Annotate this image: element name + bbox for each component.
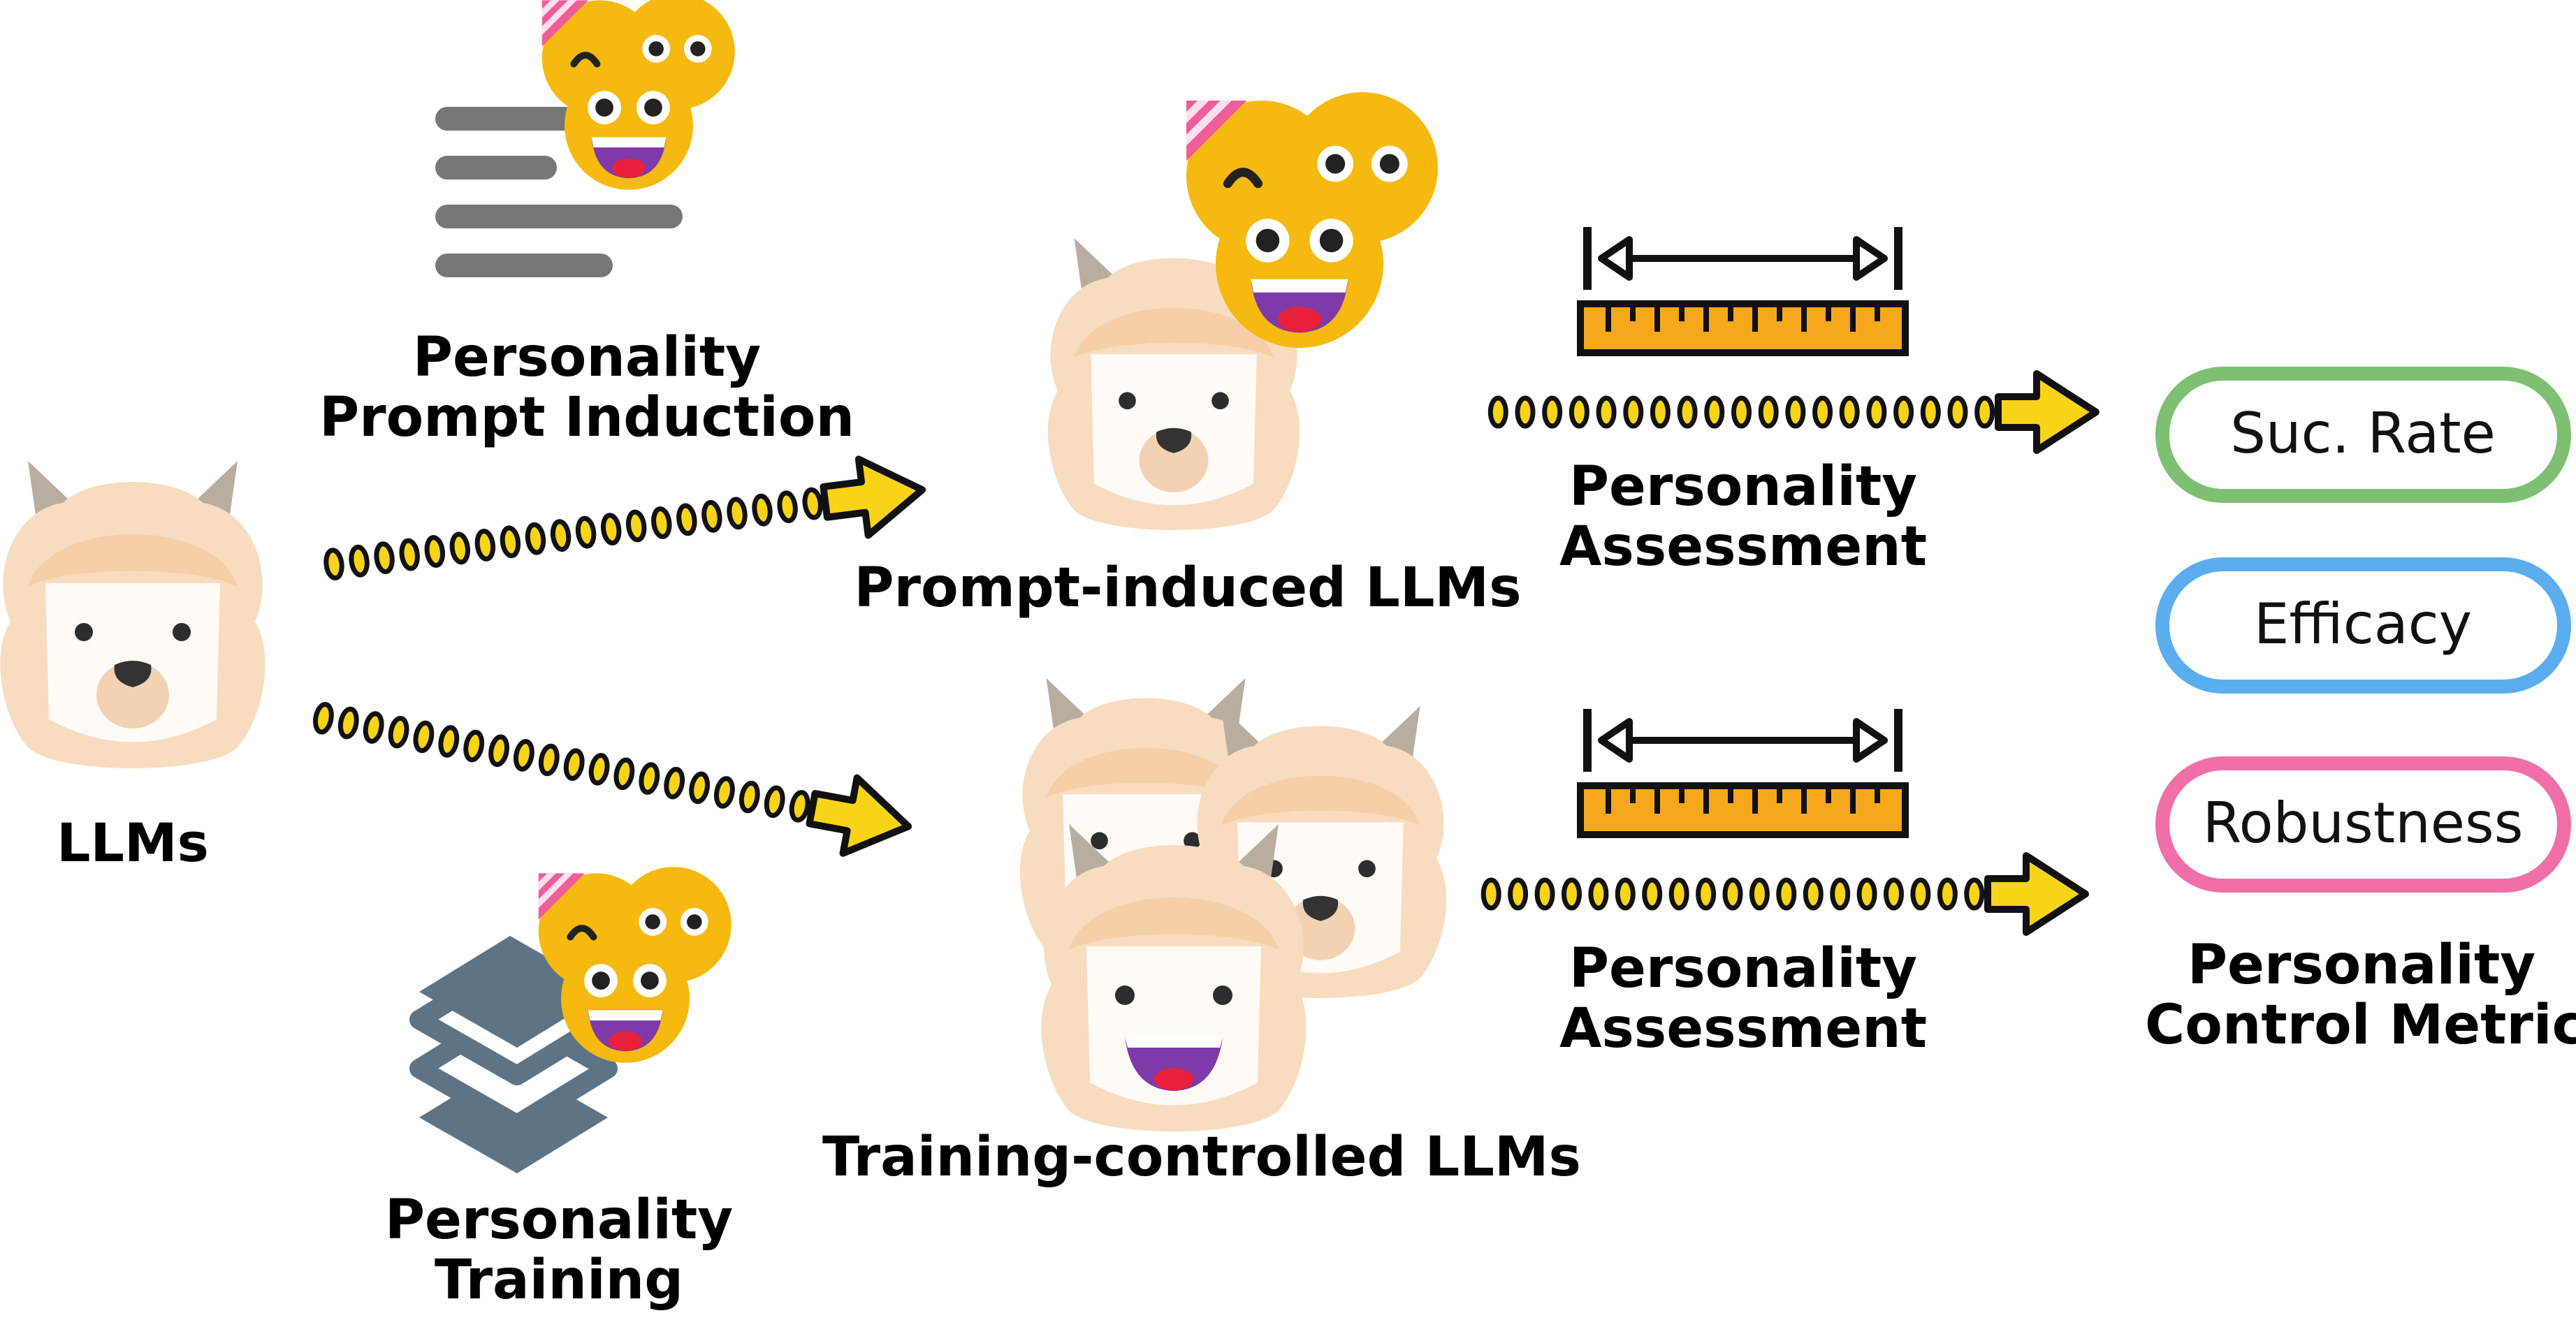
assessment-bottom-label: Personality Assessment bbox=[1516, 939, 1970, 1060]
dotted-arrow-icon bbox=[312, 702, 915, 865]
dotted-arrow-icon bbox=[1480, 856, 2086, 932]
prompt-induction-label: Personality Prompt Induction bbox=[307, 328, 866, 448]
prompt-induction-line1: Personality bbox=[412, 326, 762, 389]
assessment-top-line2: Assessment bbox=[1559, 515, 1927, 578]
assessment-bottom-line2: Assessment bbox=[1559, 997, 1927, 1060]
personality-training-line2: Training bbox=[434, 1248, 684, 1312]
assessment-top-label: Personality Assessment bbox=[1516, 457, 1970, 578]
llama-icon bbox=[0, 461, 265, 768]
llama-icon bbox=[1019, 678, 1447, 1131]
metric-label: Efficacy bbox=[2254, 592, 2472, 657]
emoji-group-icon bbox=[542, 0, 735, 190]
control-metric-line2: Control Metric bbox=[2145, 993, 2576, 1057]
ruler-icon bbox=[1580, 227, 1905, 353]
assessment-top-line1: Personality bbox=[1569, 455, 1918, 518]
llms-label: LLMs bbox=[57, 812, 209, 874]
prompt-induction-line2: Prompt Induction bbox=[319, 386, 855, 449]
control-metric-label: Personality Control Metric bbox=[2145, 934, 2576, 1057]
dotted-arrow-icon bbox=[1487, 374, 2096, 450]
metric-robustness: Robustness bbox=[2155, 756, 2571, 893]
control-metric-line1: Personality bbox=[2187, 934, 2536, 997]
metric-efficacy: Efficacy bbox=[2155, 557, 2571, 694]
personality-training-label: Personality Training bbox=[314, 1189, 803, 1312]
ruler-icon bbox=[1580, 709, 1905, 835]
metric-label: Suc. Rate bbox=[2230, 401, 2496, 466]
assessment-bottom-line1: Personality bbox=[1569, 937, 1918, 1000]
prompt-induced-llms-label: Prompt-induced LLMs bbox=[854, 557, 1522, 620]
metric-label: Robustness bbox=[2203, 791, 2524, 856]
personality-training-line1: Personality bbox=[384, 1189, 734, 1252]
training-controlled-llms-label: Training-controlled LLMs bbox=[822, 1126, 1581, 1189]
dotted-arrow-icon bbox=[323, 452, 927, 581]
metric-suc-rate: Suc. Rate bbox=[2155, 367, 2571, 503]
